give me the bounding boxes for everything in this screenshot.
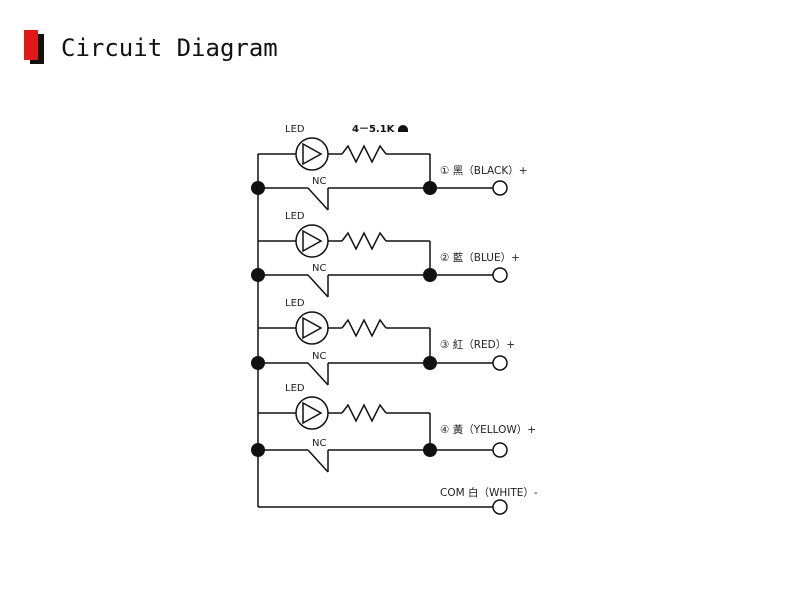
junction-dot (423, 356, 437, 370)
junction-dot (423, 181, 437, 195)
junction-dot (251, 268, 265, 282)
nc-label: NC (312, 438, 326, 449)
led-symbol (295, 311, 329, 345)
led-triangle (302, 316, 323, 340)
terminal-label-red: ③ 紅（RED）+ (440, 339, 515, 351)
nc-switch-blade (307, 274, 329, 298)
led-symbol (295, 137, 329, 171)
wires (257, 144, 493, 508)
title-accent (24, 30, 38, 60)
terminal-circle (492, 267, 508, 283)
junction-dot (251, 443, 265, 457)
labels: LED NC ① 黑（BLACK）+ LED NC ② 藍（BLUE）+ LED NC ③ 紅（… (285, 124, 538, 499)
com-terminal-circle (492, 499, 508, 515)
nc-label: NC (312, 176, 326, 187)
resistor-label: 4－5.1K (352, 124, 396, 135)
ohm-icon (398, 125, 408, 132)
page-title: Circuit Diagram (61, 34, 278, 62)
resistor-symbol (341, 403, 387, 423)
resistor-symbol (341, 318, 387, 338)
terminal-circle (492, 180, 508, 196)
nc-switch-blade (307, 449, 329, 473)
nc-label: NC (312, 351, 326, 362)
nc-switch-blade (307, 187, 329, 211)
terminal-label-black: ① 黑（BLACK）+ (440, 165, 528, 177)
junction-dot (251, 181, 265, 195)
nc-label: NC (312, 263, 326, 274)
nc-switch-blade (307, 362, 329, 386)
terminal-circle (492, 355, 508, 371)
terminal-label-yellow: ④ 黃（YELLOW）+ (440, 423, 536, 436)
led-label: LED (285, 124, 305, 135)
led-triangle (302, 229, 323, 253)
junction-dot (423, 443, 437, 457)
led-label: LED (285, 298, 305, 309)
com-label: COM 白（WHITE）- (440, 486, 538, 499)
junction-dot (251, 356, 265, 370)
resistor-symbol (341, 231, 387, 251)
led-symbol (295, 224, 329, 258)
components (251, 125, 508, 515)
junction-dot (423, 268, 437, 282)
led-triangle (302, 401, 323, 425)
terminal-circle (492, 442, 508, 458)
led-symbol (295, 396, 329, 430)
terminal-label-blue: ② 藍（BLUE）+ (440, 251, 520, 264)
resistor-symbol (341, 144, 387, 164)
led-label: LED (285, 211, 305, 222)
led-label: LED (285, 383, 305, 394)
led-triangle (302, 142, 323, 166)
